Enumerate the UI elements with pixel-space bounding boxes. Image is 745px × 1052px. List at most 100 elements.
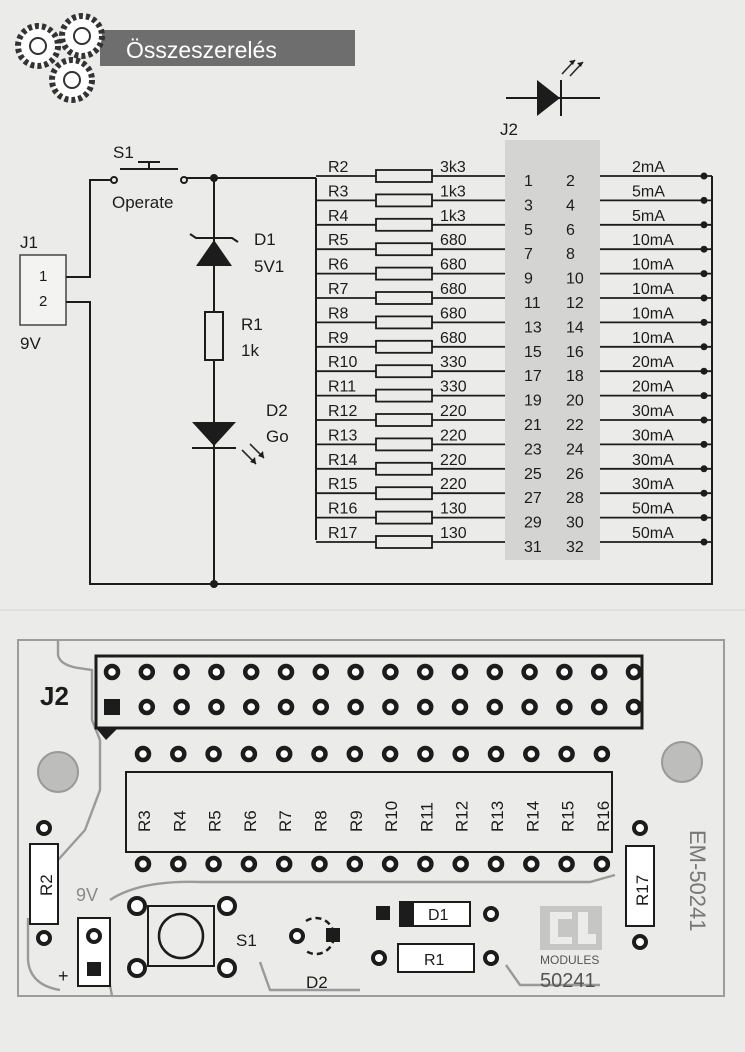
resistor-pad <box>170 855 187 873</box>
j2-pin-even: 22 <box>566 417 584 434</box>
j2-pin-even: 6 <box>566 222 575 239</box>
ladder-ref: R10 <box>328 354 357 371</box>
pcb-r17-label: R17 <box>633 875 652 906</box>
pcb-d1: D1 <box>376 901 499 927</box>
j1-ref: J1 <box>20 233 38 252</box>
ladder-row: R10 330 <box>316 354 505 379</box>
current-label: 30mA <box>632 427 674 444</box>
junction-dot <box>700 514 708 522</box>
current-label: 10mA <box>632 305 674 322</box>
ladder-resistor <box>375 461 433 476</box>
resistor-pad <box>417 745 434 763</box>
j2-pin-even: 4 <box>566 197 575 214</box>
ladder-value: 130 <box>440 501 467 518</box>
el-logo-icon <box>540 906 602 950</box>
r1-value: 1k <box>241 341 259 360</box>
j2-pin-even: 30 <box>566 515 584 532</box>
ladder-resistor <box>375 217 433 232</box>
header-pad <box>242 698 260 716</box>
pcb-resistor: R15 <box>558 745 578 873</box>
ladder-ref: R5 <box>328 232 349 249</box>
pcb-resistor-label: R3 <box>135 810 154 832</box>
header-pad <box>312 698 330 716</box>
pcb-r17 <box>625 845 655 927</box>
junction-dot <box>700 489 708 497</box>
ladder-value: 330 <box>440 354 467 371</box>
ladder-row: R8 680 <box>316 305 505 330</box>
ladder-ref: R7 <box>328 281 349 298</box>
ladder-resistor <box>375 413 433 427</box>
resistor-pad <box>346 855 364 873</box>
pcb-resistor-label: R15 <box>559 801 578 832</box>
current-label: 5mA <box>632 208 665 225</box>
resistor-pad <box>240 745 258 763</box>
logo-text: MODULES <box>540 953 599 967</box>
ladder-value: 680 <box>440 232 467 249</box>
header-pad <box>382 698 399 716</box>
pcb-plus-sign: + <box>58 966 69 986</box>
pcb-resistor-label: R12 <box>453 801 472 832</box>
pcb-resistor: R6 <box>240 745 260 873</box>
junction-dot <box>700 392 708 400</box>
pcb-resistor-label: R6 <box>241 810 260 832</box>
resistor-pad <box>205 855 222 873</box>
ladder-resistor <box>375 486 433 501</box>
resistor-pad <box>275 855 293 873</box>
resistor-pad <box>205 745 222 763</box>
junction-dot <box>700 416 708 424</box>
junction-dot <box>700 343 708 351</box>
ladder-value: 220 <box>440 427 467 444</box>
header-pad <box>173 663 190 681</box>
junction-dot <box>700 245 708 253</box>
d2-ref: D2 <box>266 401 288 420</box>
pcb-r2 <box>29 843 59 925</box>
resistor-r1: R1 1k <box>204 311 263 361</box>
pcb-j2-outline <box>94 654 644 730</box>
current-label: 2mA <box>632 159 665 176</box>
ladder-resistor <box>375 169 433 183</box>
header-pad <box>138 663 156 681</box>
header-pad <box>625 698 643 716</box>
ladder-ref: R14 <box>328 452 357 469</box>
ladder-resistor <box>375 315 433 330</box>
ladder-value: 680 <box>440 305 467 322</box>
ladder-ref: R8 <box>328 305 349 322</box>
ladder-resistor <box>375 193 433 208</box>
pcb-r2-label: R2 <box>37 874 56 896</box>
ladder-ref: R6 <box>328 257 349 274</box>
ladder-ref: R16 <box>328 501 357 518</box>
j2-pin-even: 18 <box>566 368 584 385</box>
resistor-pad <box>381 745 399 763</box>
current-label: 10mA <box>632 232 674 249</box>
current-labels: 2mA5mA5mA10mA10mA10mA10mA10mA20mA20mA30m… <box>600 159 712 546</box>
ladder-resistor <box>375 388 433 403</box>
header-pad <box>208 698 225 716</box>
pcb-resistor: R14 <box>523 745 542 873</box>
pcb-s1-label: S1 <box>236 931 257 950</box>
pcb-resistor: R5 <box>205 745 225 873</box>
junction-dot <box>700 440 708 448</box>
pcb-resistor: R3 <box>134 745 154 873</box>
pcb-resistor: R9 <box>346 745 366 873</box>
j1-voltage: 9V <box>20 334 41 353</box>
j2-pin-even: 16 <box>566 344 584 361</box>
ladder-ref: R3 <box>328 183 349 200</box>
j2-pin-even: 12 <box>566 295 584 312</box>
j2-pin-odd: 9 <box>524 271 533 288</box>
current-label: 20mA <box>632 379 674 396</box>
j2-pin-odd: 1 <box>524 173 533 190</box>
header-pad <box>312 663 330 681</box>
current-label: 30mA <box>632 476 674 493</box>
ladder-resistor <box>375 339 433 354</box>
header-pad <box>451 663 469 681</box>
resistor-pad <box>311 745 328 763</box>
ladder-resistor <box>375 364 433 379</box>
